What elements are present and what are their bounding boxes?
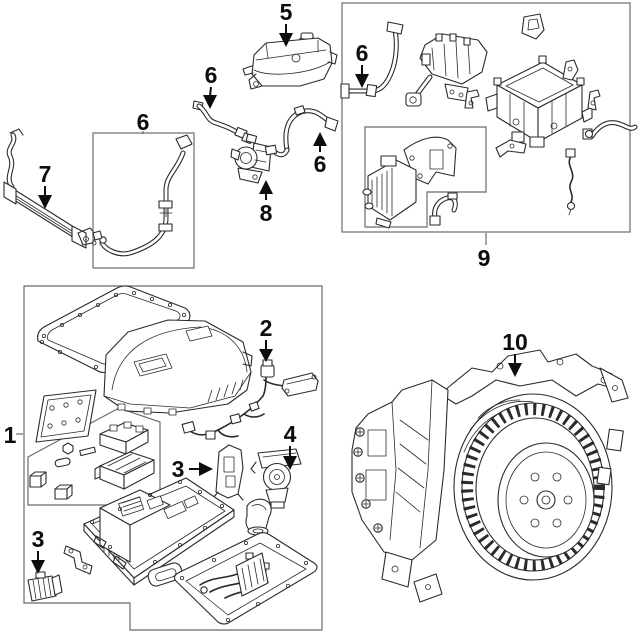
callout-10-arrow xyxy=(508,354,522,377)
callout-1-label[interactable]: 1 xyxy=(4,422,17,448)
callout-3a-label[interactable]: 3 xyxy=(172,456,185,482)
inverter-assembly-drawing xyxy=(485,55,593,148)
part-6-hose-drawing xyxy=(92,134,193,257)
callout-4-label[interactable]: 4 xyxy=(284,421,297,447)
part-9-box xyxy=(341,2,631,245)
callout-8-label[interactable]: 8 xyxy=(260,200,273,226)
callout-7-label[interactable]: 7 xyxy=(39,161,52,187)
part-5-reservoir-drawing xyxy=(242,32,338,90)
callout-5-arrow xyxy=(279,24,293,47)
part-6-hose-inverter-drawing xyxy=(340,21,404,99)
callout-6b-arrow xyxy=(313,132,327,152)
small-bracket-drawing xyxy=(63,545,93,575)
callout-6a-arrow xyxy=(203,86,217,109)
callout-6-inverter-arrow xyxy=(355,65,369,88)
battery-cover-drawing xyxy=(103,319,253,416)
inverter-module-drawing xyxy=(362,136,457,229)
part-2-harness-drawing xyxy=(181,359,319,440)
callout-6a-label[interactable]: 6 xyxy=(205,62,218,88)
part-6-hose-a-drawing xyxy=(192,100,254,145)
callout-6-inverter-label[interactable]: 6 xyxy=(356,40,369,66)
callout-8-arrow xyxy=(259,180,273,200)
inverter-brackets-drawing xyxy=(464,13,601,158)
battery-side-plate-drawing xyxy=(35,389,97,443)
callout-9-label[interactable]: 9 xyxy=(478,245,491,271)
wiring-gasket-drawing xyxy=(173,532,318,625)
part-6-hose-b-drawing xyxy=(264,105,339,158)
callout-3b-arrow xyxy=(31,551,45,574)
callout-4-arrow xyxy=(283,446,297,470)
callout-6-box-label[interactable]: 6 xyxy=(137,109,150,135)
callout-5-label[interactable]: 5 xyxy=(280,0,293,25)
battery-small-parts-drawing xyxy=(29,421,155,500)
part-3-finned-module-drawing xyxy=(27,571,63,602)
part-7-radiator-drawing xyxy=(3,128,98,249)
part-8-pump-drawing xyxy=(230,133,272,184)
part-10-transaxle-drawing xyxy=(351,349,629,603)
battery-duct-drawing xyxy=(245,498,272,536)
inverter-junction-assembly-drawing xyxy=(405,33,488,107)
callout-7-arrow xyxy=(38,186,52,209)
small-gasket-drawing xyxy=(147,562,183,587)
inverter-hose-cable-drawing xyxy=(565,120,638,216)
inverter-small-hose-drawing xyxy=(429,192,458,226)
part-6-hose-box xyxy=(92,131,195,269)
callout-2-label[interactable]: 2 xyxy=(260,315,273,341)
battery-tray-drawing xyxy=(83,477,235,586)
callout-3a-arrow xyxy=(189,462,213,476)
callout-6b-label[interactable]: 6 xyxy=(314,151,327,177)
callout-3b-label[interactable]: 3 xyxy=(32,526,45,552)
callout-10-label[interactable]: 10 xyxy=(502,329,528,355)
callout-2-arrow xyxy=(259,340,273,362)
part-3-bracket-drawing xyxy=(212,444,244,501)
part-1-box xyxy=(16,285,323,631)
